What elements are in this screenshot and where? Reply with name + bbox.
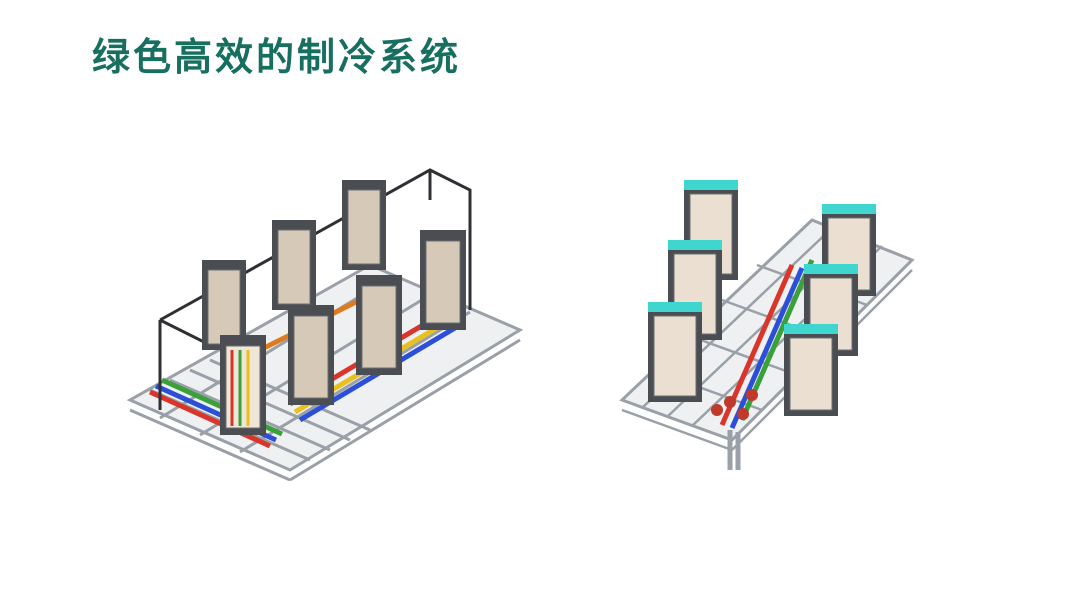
rack-module [420, 230, 466, 330]
rack-module [684, 180, 738, 280]
valves [711, 389, 758, 420]
left-cooling-system-drawing [126, 168, 524, 482]
slide-title: 绿色高效的制冷系统 [92, 35, 462, 79]
left-cooling-system-illustration [120, 160, 540, 490]
rack-module [648, 302, 702, 402]
rack-modules [648, 180, 876, 416]
rack-module [220, 335, 266, 435]
rack-module [356, 275, 402, 375]
rack-module [784, 324, 838, 416]
rack-module [288, 305, 334, 405]
rack-module [342, 180, 386, 270]
right-cooling-system-illustration [612, 170, 952, 480]
rack-modules [202, 180, 466, 435]
right-cooling-system-drawing [619, 180, 915, 470]
rack-module [272, 220, 316, 310]
